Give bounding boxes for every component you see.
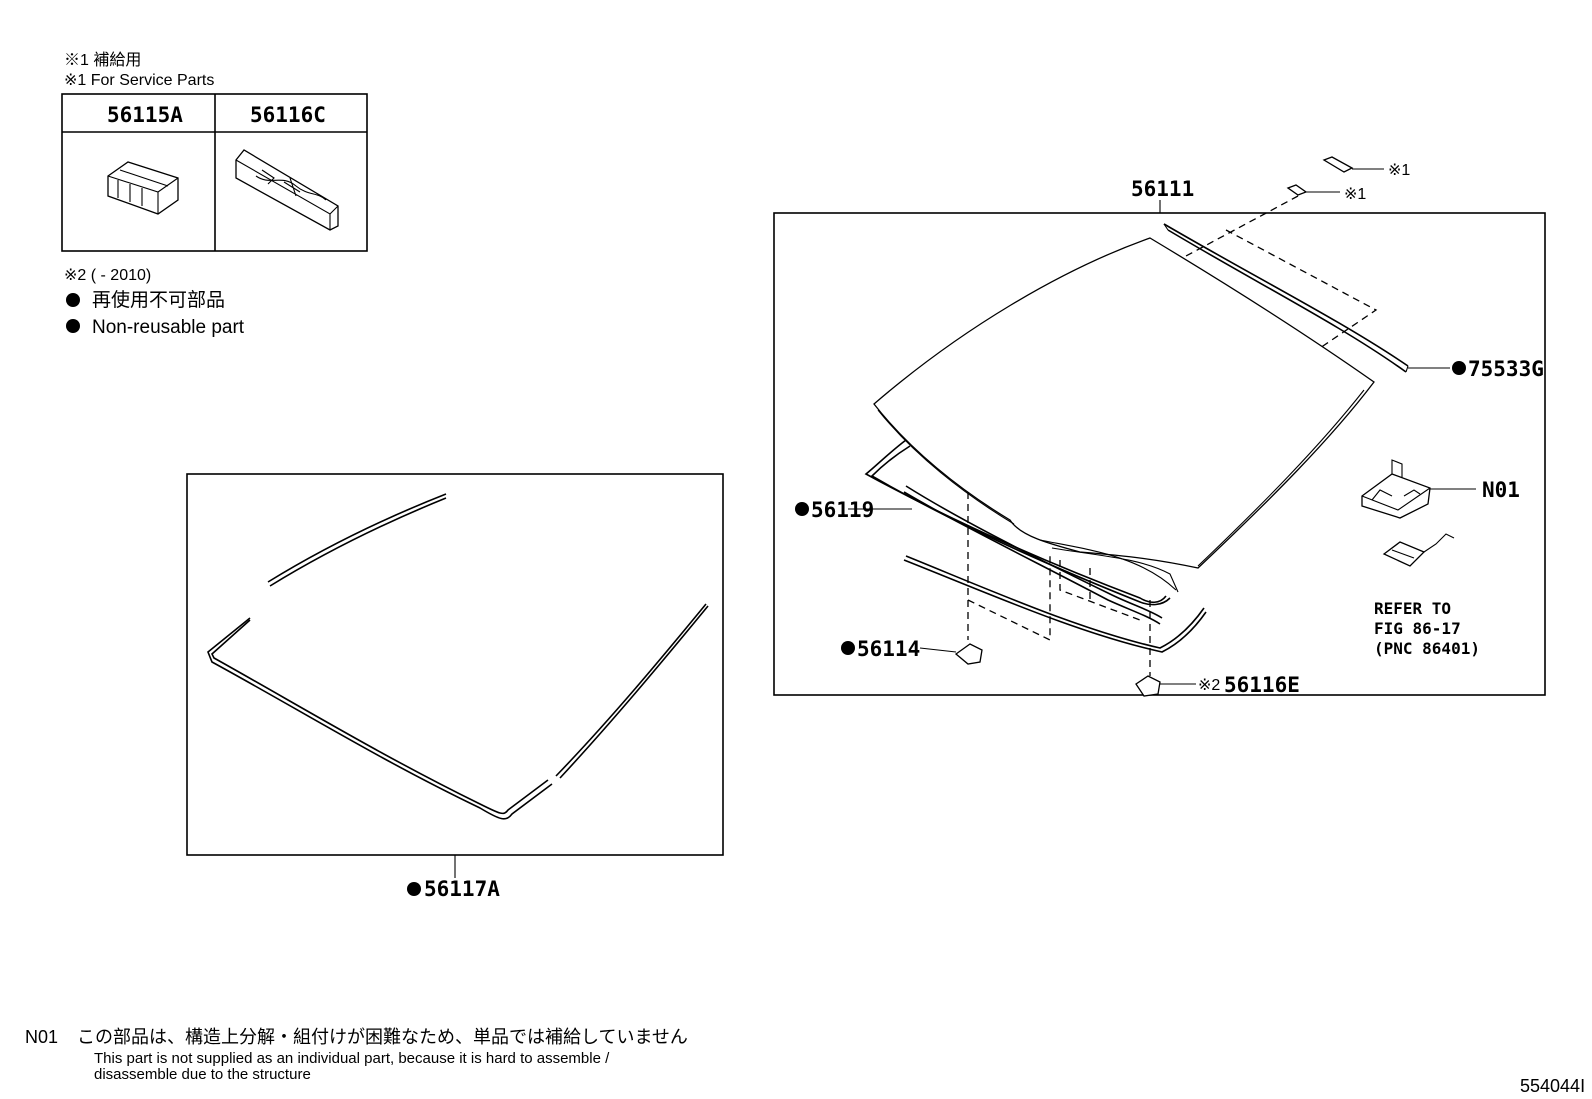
note-2: ※2 ( - 2010) <box>64 267 151 284</box>
callout-N01: N01 <box>1482 478 1520 502</box>
callout-56117A: 56117A <box>424 877 500 901</box>
service-parts-legend: ※1 補給用 ※1 For Service Parts 56115A 56116… <box>61 51 368 338</box>
service-note-jp: ※1 補給用 <box>64 51 141 69</box>
footer-en-2: disassemble due to the structure <box>94 1066 311 1083</box>
bullet-icon <box>66 319 80 333</box>
windshield-glass <box>873 237 1375 593</box>
figure-id: 554044I <box>1520 1076 1585 1096</box>
service-mark-1: ※1 <box>1388 162 1410 179</box>
callout-56116E: 56116E <box>1224 673 1300 697</box>
refer-line-2: FIG 86-17 <box>1374 619 1461 638</box>
seal-frame <box>186 473 724 856</box>
refer-line-1: REFER TO <box>1374 599 1451 618</box>
bullet-icon <box>1452 361 1466 375</box>
bullet-icon <box>795 502 809 516</box>
bracket-plate-icon <box>235 149 339 231</box>
spacer: 56114 <box>841 637 983 665</box>
clip-icon <box>107 161 179 215</box>
footer-code: N01 <box>25 1027 58 1047</box>
service-mark-2: ※1 <box>1344 186 1366 203</box>
footer-en-1: This part is not supplied as an individu… <box>94 1050 610 1067</box>
service-part-code-2: 56116C <box>250 103 326 127</box>
refer-line-3: (PNC 86401) <box>1374 639 1480 658</box>
bullet-icon <box>66 293 80 307</box>
service-note-en: ※1 For Service Parts <box>64 72 214 89</box>
seal-outline <box>207 493 709 820</box>
referenced-part: REFER TO FIG 86-17 (PNC 86401) <box>1374 533 1480 658</box>
sensor-bracket: N01 <box>1361 459 1520 519</box>
service-part-code-1: 56115A <box>107 103 183 127</box>
callout-56114: 56114 <box>857 637 920 661</box>
nonreuse-note-jp: 再使用不可部品 <box>92 289 225 311</box>
callout-75533G: 75533G <box>1468 357 1544 381</box>
callout-56111: 56111 <box>1131 177 1194 201</box>
footer-jp: この部品は、構造上分解・組付けが困難なため、単品では補給していません <box>77 1027 688 1047</box>
footer-notes: N01 この部品は、構造上分解・組付けが困難なため、単品では補給していません T… <box>25 1027 1585 1096</box>
dam-strips: 56119 <box>795 439 1207 653</box>
service-mark-pieces: ※1 ※1 <box>1286 156 1410 203</box>
adhesive-seal-panel: 56117A <box>186 473 724 901</box>
bullet-icon <box>841 641 855 655</box>
windshield-assembly-panel: 56111 ※1 ※1 75533G <box>773 156 1546 697</box>
bullet-icon <box>407 882 421 896</box>
nonreuse-note-en: Non-reusable part <box>92 317 245 338</box>
top-molding: 75533G <box>1163 223 1544 381</box>
clip-mark: ※2 <box>1198 677 1220 694</box>
clip: ※2 56116E <box>1135 673 1300 697</box>
callout-56119: 56119 <box>811 498 874 522</box>
